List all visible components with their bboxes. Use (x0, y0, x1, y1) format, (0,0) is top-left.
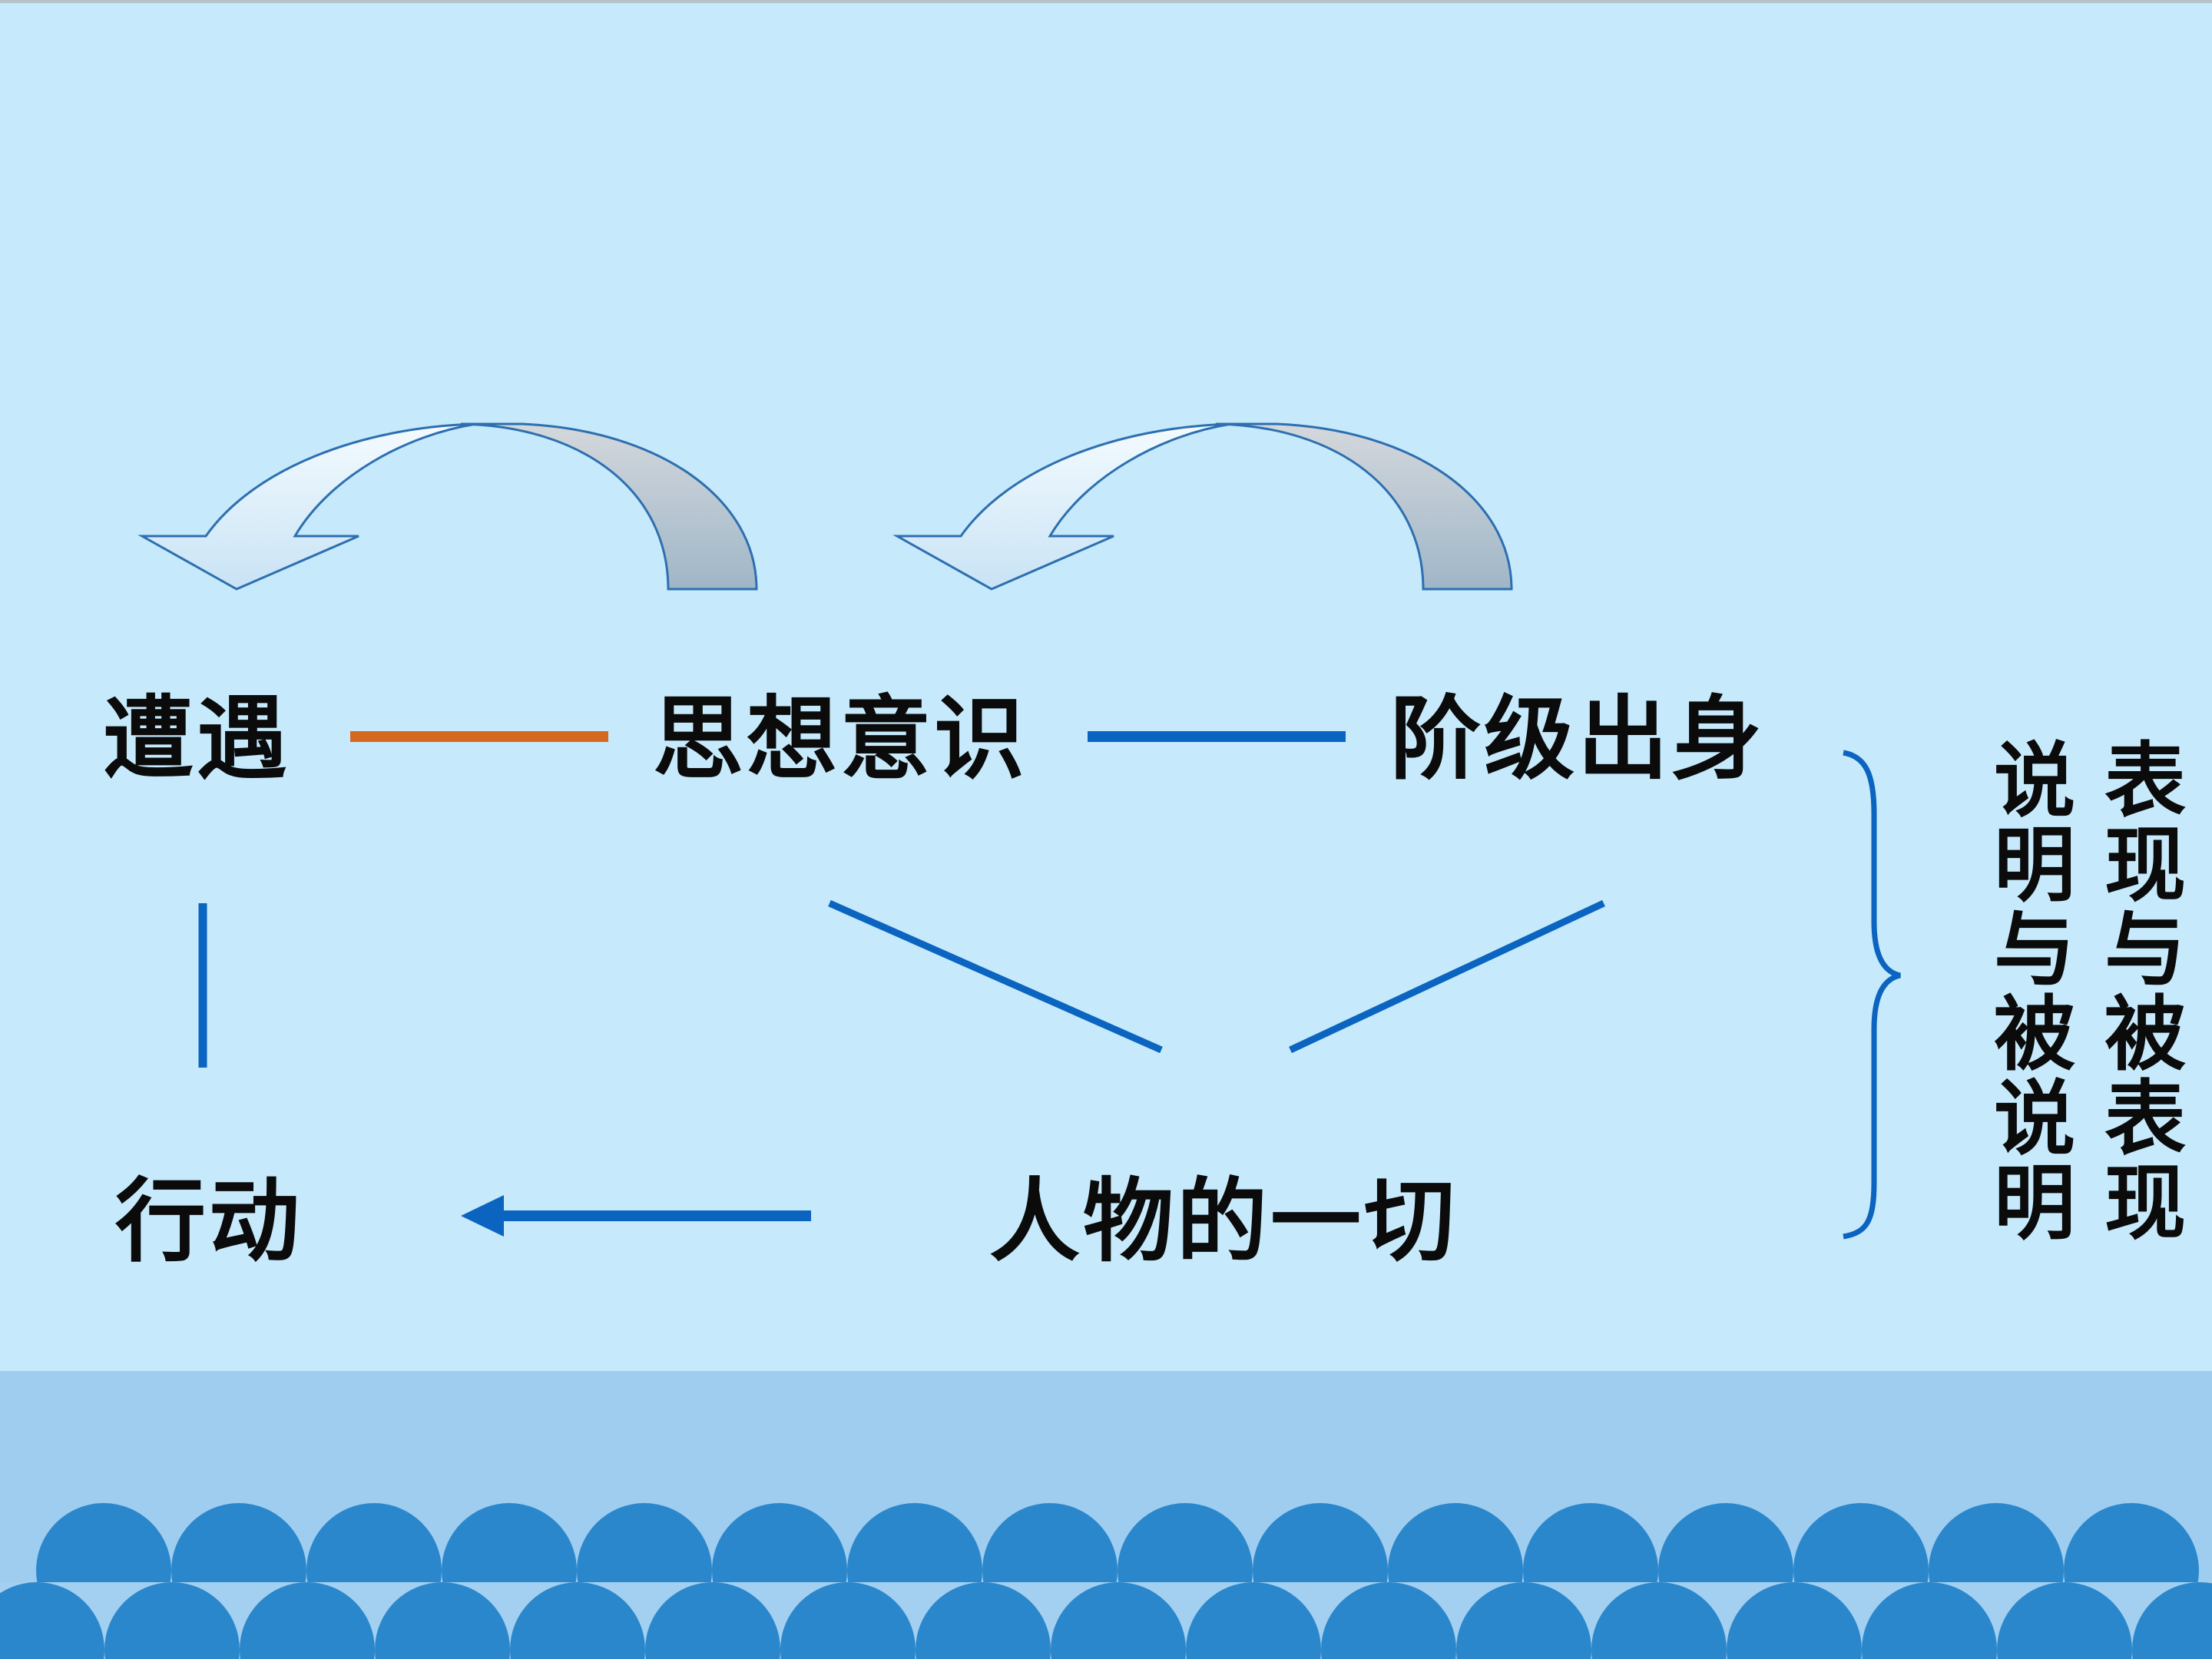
right-brace (1843, 750, 1901, 1240)
node-class-origin: 阶级出身 (1390, 685, 1766, 792)
node-everything: 人物的一切 (989, 1167, 1459, 1274)
line-class-everything (1289, 899, 1605, 1054)
node-ideology: 思想意识 (653, 685, 1028, 792)
arrow-everything-to-action (461, 1195, 811, 1237)
line-ideology-everything (828, 899, 1163, 1054)
curved-arrow-ideology-to-encounter (137, 422, 758, 591)
side-text-left: 说明与被说明 (1980, 737, 2076, 1244)
wave-pattern (0, 1503, 2212, 1659)
side-text-right: 表现与被表现 (2091, 737, 2187, 1244)
curved-arrow-class-to-ideology (892, 422, 1513, 591)
top-rule (0, 0, 2212, 3)
node-encounter: 遭遇 (103, 685, 291, 792)
node-action: 行动 (115, 1167, 303, 1274)
